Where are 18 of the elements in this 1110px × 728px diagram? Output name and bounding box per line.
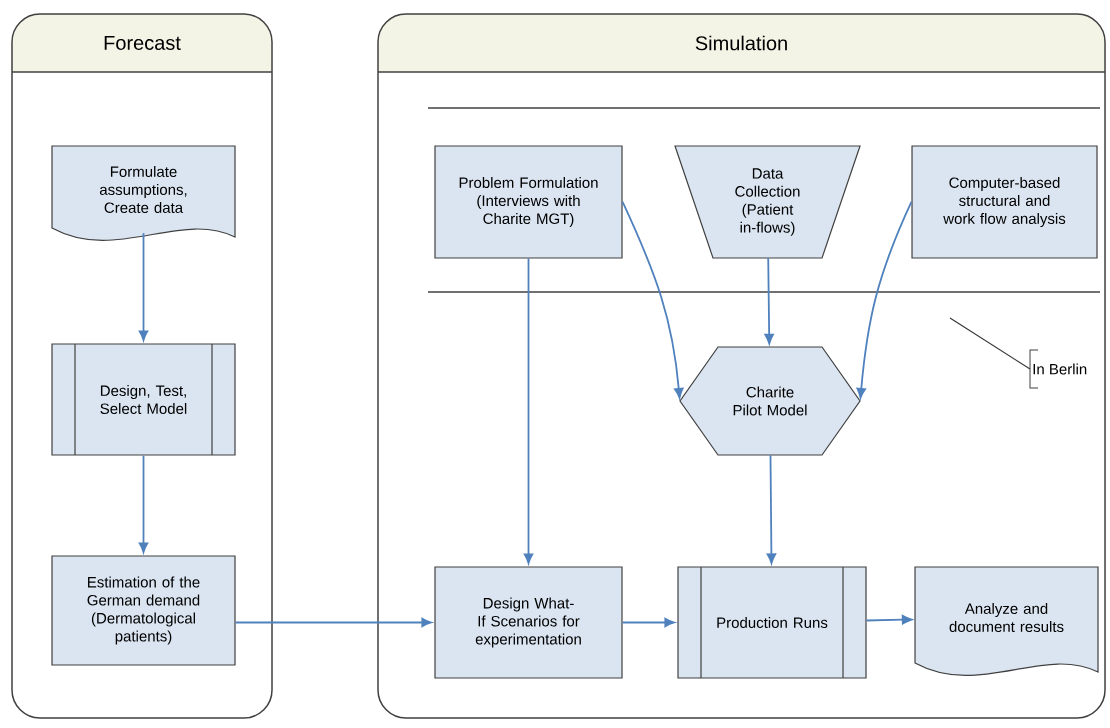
predefined-process-box: Design, Test, Select Model [51,343,236,456]
leader-line [949,317,1031,370]
arrow [621,201,684,399]
arrow [138,232,149,341]
arrow [621,617,675,628]
arrow [865,615,913,625]
process-box: Design What-If Scenarios for experimentation [434,566,623,679]
arrow [138,454,149,553]
arrow [766,454,777,564]
process-box: Estimation of the German demand (Dermatological patients) [51,555,236,666]
arrow [523,257,534,564]
annotation: In Berlin [1029,349,1087,389]
predefined-process-box: Production Runs [677,566,867,679]
arrow [234,617,432,628]
process-box: Problem Formulation (Interviews with Charite MGT) [434,145,623,259]
arrow [764,257,774,345]
arrow [856,201,913,399]
process-box: Computer-based structural and work flow analysis [911,145,1098,259]
